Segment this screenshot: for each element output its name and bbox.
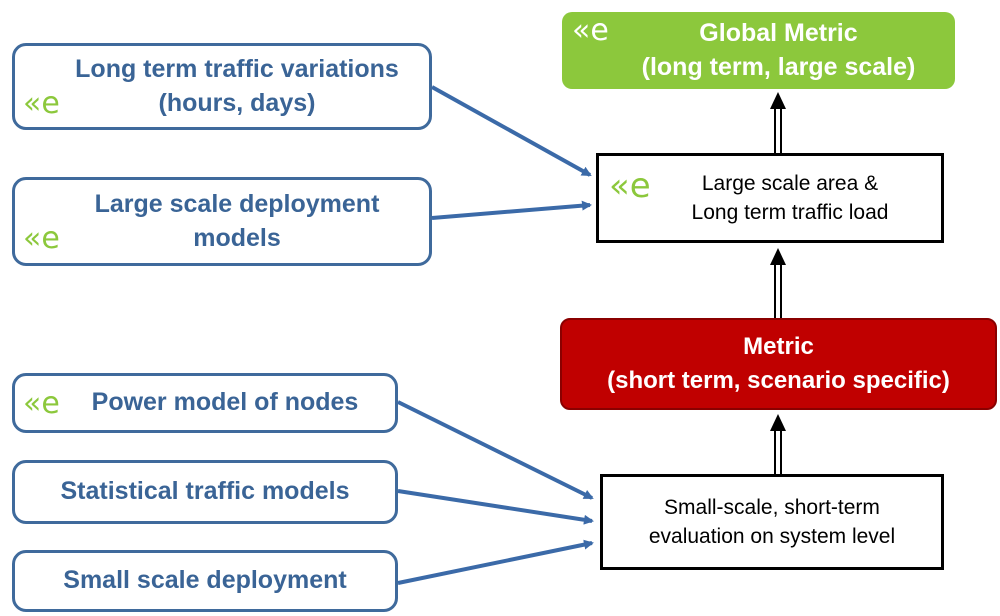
global-metric-label: Global Metric (long term, large scale) <box>641 18 916 81</box>
double-arrow-area-to-global <box>770 92 786 153</box>
arrow-long-term <box>431 85 592 177</box>
arrow-small-scale <box>397 539 594 585</box>
double-arrow-metric-to-area <box>770 248 786 318</box>
large-scale-area-box: «e Large scale area & Long term traffic … <box>596 153 944 243</box>
metric-box: Metric (short term, scenario specific) <box>560 318 997 410</box>
statistical-traffic-label: Statistical traffic models <box>60 477 350 506</box>
long-term-traffic-box: «e Long term traffic variations (hours, … <box>12 43 432 130</box>
earth-logo-icon: «e <box>23 386 60 421</box>
power-model-box: «e Power model of nodes <box>12 373 398 433</box>
small-scale-deployment-box: Small scale deployment <box>12 550 398 612</box>
earth-logo-icon: «e <box>23 86 60 121</box>
large-scale-area-label: Large scale area & Long term traffic loa… <box>691 171 889 224</box>
earth-logo-icon: «e <box>23 221 60 256</box>
small-scale-evaluation-label: Small-scale, short-term evaluation on sy… <box>648 495 896 548</box>
small-scale-deployment-label: Small scale deployment <box>63 566 347 595</box>
large-scale-deployment-box: «e Large scale deployment models <box>12 177 432 266</box>
power-model-label: Power model of nodes <box>91 388 359 417</box>
global-metric-box: «e Global Metric (long term, large scale… <box>562 12 955 89</box>
statistical-traffic-box: Statistical traffic models <box>12 460 398 524</box>
metric-label: Metric (short term, scenario specific) <box>607 333 950 394</box>
earth-logo-icon: «e <box>572 13 609 48</box>
arrow-large-scale-deployment <box>431 200 592 220</box>
large-scale-deployment-label: Large scale deployment models <box>94 189 380 252</box>
arrow-statistical <box>397 489 594 525</box>
long-term-traffic-label: Long term traffic variations (hours, day… <box>75 54 399 117</box>
earth-logo-icon: «e <box>609 166 651 206</box>
arrow-power-model <box>397 400 594 500</box>
small-scale-evaluation-box: Small-scale, short-term evaluation on sy… <box>600 474 944 570</box>
double-arrow-eval-to-metric <box>770 414 786 474</box>
